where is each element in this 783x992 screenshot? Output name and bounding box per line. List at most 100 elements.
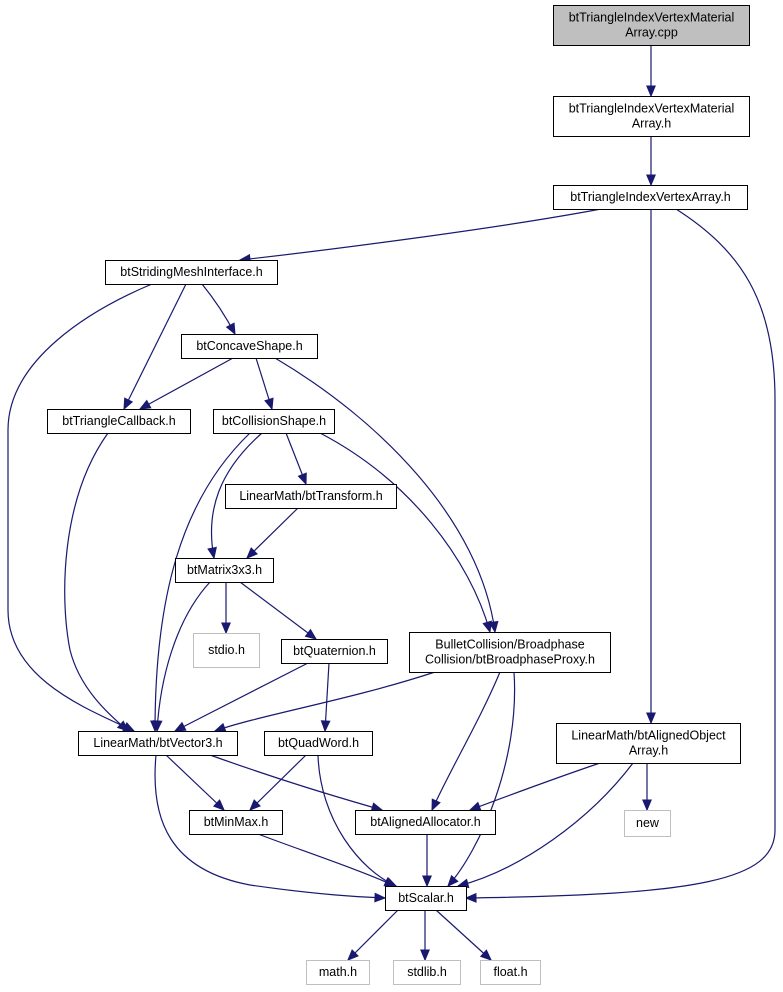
edge-n10-n12 bbox=[173, 662, 309, 732]
node-btconcaveshape-h[interactable]: btConcaveShape.h bbox=[181, 334, 318, 359]
node-label: Collision/btBroadphaseProxy.h bbox=[425, 653, 595, 667]
arrow-head-icon bbox=[646, 85, 656, 98]
edge-n14-n17 bbox=[642, 763, 652, 812]
node-bulletcollision-broadphasecollision-btbroadphaseproxy-h[interactable]: BulletCollision/BroadphaseCollision/btBr… bbox=[409, 632, 611, 673]
node-label: LinearMath/btAlignedObject bbox=[571, 729, 726, 743]
node-label: BulletCollision/Broadphase bbox=[435, 638, 584, 652]
edge-line bbox=[347, 909, 399, 961]
arrow-head-icon bbox=[297, 472, 307, 486]
node-btquadword-h[interactable]: btQuadWord.h bbox=[264, 731, 373, 756]
arrow-head-icon bbox=[221, 622, 231, 635]
arrow-head-icon bbox=[646, 712, 656, 725]
node-label: btConcaveShape.h bbox=[196, 339, 302, 353]
node-btminmax-h[interactable]: btMinMax.h bbox=[189, 810, 283, 835]
edge-line bbox=[239, 208, 602, 261]
edge-line bbox=[123, 283, 187, 410]
node-box bbox=[553, 96, 750, 137]
node-label: stdio.h bbox=[208, 643, 245, 657]
edge-line bbox=[64, 432, 129, 732]
edge-n16-n18 bbox=[422, 834, 432, 888]
edge-n10-n13 bbox=[320, 662, 331, 733]
arrow-head-icon bbox=[304, 628, 318, 640]
arrow-head-icon bbox=[246, 547, 258, 559]
edge-n12-n16 bbox=[209, 754, 384, 812]
node-label: LinearMath/btVector3.h bbox=[93, 736, 222, 750]
arrow-head-icon bbox=[116, 720, 129, 732]
node-btstridingmeshinterface-h[interactable]: btStridingMeshInterface.h bbox=[105, 260, 278, 285]
arrow-head-icon bbox=[422, 875, 432, 888]
node-btquaternion-h[interactable]: btQuaternion.h bbox=[281, 639, 388, 664]
node-box bbox=[181, 334, 318, 359]
edge-n11-n18 bbox=[447, 671, 516, 887]
node-label: stdlib.h bbox=[407, 965, 447, 979]
edge-n12-n18 bbox=[154, 754, 387, 903]
node-linearmath-btvector3-h[interactable]: LinearMath/btVector3.h bbox=[78, 731, 238, 756]
node-box bbox=[105, 260, 278, 285]
arrow-head-icon bbox=[468, 801, 482, 811]
arrow-head-icon bbox=[383, 877, 397, 887]
node-box bbox=[189, 810, 283, 835]
arrow-head-icon bbox=[482, 620, 492, 634]
edge-n2-n3 bbox=[238, 208, 602, 264]
edge-line bbox=[465, 208, 776, 899]
arrow-head-icon bbox=[488, 620, 499, 634]
node-box bbox=[355, 810, 496, 835]
arrow-head-icon bbox=[320, 720, 331, 733]
edge-n4-n6 bbox=[255, 357, 274, 411]
edge-line bbox=[274, 357, 496, 633]
edge-line bbox=[210, 432, 263, 559]
node-box bbox=[306, 960, 370, 985]
edge-n6-n11 bbox=[319, 432, 492, 634]
node-stdlib-h: stdlib.h bbox=[393, 960, 461, 985]
node-label: btCollisionShape.h bbox=[222, 414, 326, 428]
node-btalignedallocator-h[interactable]: btAlignedAllocator.h bbox=[355, 810, 496, 835]
node-label: btTriangleIndexVertexArray.h bbox=[570, 190, 731, 204]
edge-line bbox=[319, 432, 491, 633]
node-box bbox=[225, 484, 397, 509]
edge-line bbox=[7, 283, 153, 732]
node-btscalar-h[interactable]: btScalar.h bbox=[385, 886, 467, 911]
arrow-head-icon bbox=[212, 799, 225, 811]
node-linearmath-bttransform-h[interactable]: LinearMath/btTransform.h bbox=[225, 484, 397, 509]
edge-line bbox=[257, 833, 396, 887]
node-box bbox=[553, 5, 750, 46]
edge-n18-n21 bbox=[435, 909, 492, 961]
node-label: btTriangleIndexVertexMaterial bbox=[569, 102, 735, 116]
edge-line bbox=[209, 754, 383, 811]
node-label: btTriangleCallback.h bbox=[62, 414, 176, 428]
arrow-head-icon bbox=[374, 892, 387, 903]
node-float-h: float.h bbox=[480, 960, 541, 985]
node-box bbox=[193, 633, 260, 668]
node-label: btStridingMeshInterface.h bbox=[120, 265, 262, 279]
edge-n15-n18 bbox=[257, 833, 397, 887]
edge-line bbox=[317, 754, 397, 887]
edge-n6-n8 bbox=[207, 432, 263, 560]
edge-n18-n20 bbox=[420, 910, 430, 962]
node-math-h: math.h bbox=[306, 960, 370, 985]
node-bttrianglecallback-h[interactable]: btTriangleCallback.h bbox=[47, 409, 191, 434]
edge-line bbox=[447, 671, 516, 887]
node-box bbox=[78, 731, 238, 756]
edge-n14-n16 bbox=[468, 762, 601, 811]
edge-line bbox=[435, 909, 492, 961]
edge-n7-n8 bbox=[246, 507, 299, 559]
edge-line bbox=[246, 507, 299, 559]
edge-n4-n11 bbox=[274, 357, 499, 634]
node-btmatrix3x3-h[interactable]: btMatrix3x3.h bbox=[175, 558, 274, 583]
edge-n18-n19 bbox=[347, 909, 399, 961]
node-label: new bbox=[636, 816, 660, 830]
edge-n4-n5 bbox=[138, 357, 234, 410]
edge-line bbox=[214, 671, 436, 732]
node-box bbox=[213, 409, 335, 434]
edge-line bbox=[469, 762, 601, 811]
arrow-head-icon bbox=[642, 799, 652, 812]
node-bttriangleindexvertexarray-h[interactable]: btTriangleIndexVertexArray.h bbox=[553, 185, 748, 210]
node-label: Array.h bbox=[629, 744, 668, 758]
node-btcollisionshape-h[interactable]: btCollisionShape.h bbox=[213, 409, 335, 434]
edge-n2-n18 bbox=[464, 208, 776, 903]
arrow-head-icon bbox=[420, 949, 430, 962]
edge-n8-n9 bbox=[221, 582, 231, 635]
